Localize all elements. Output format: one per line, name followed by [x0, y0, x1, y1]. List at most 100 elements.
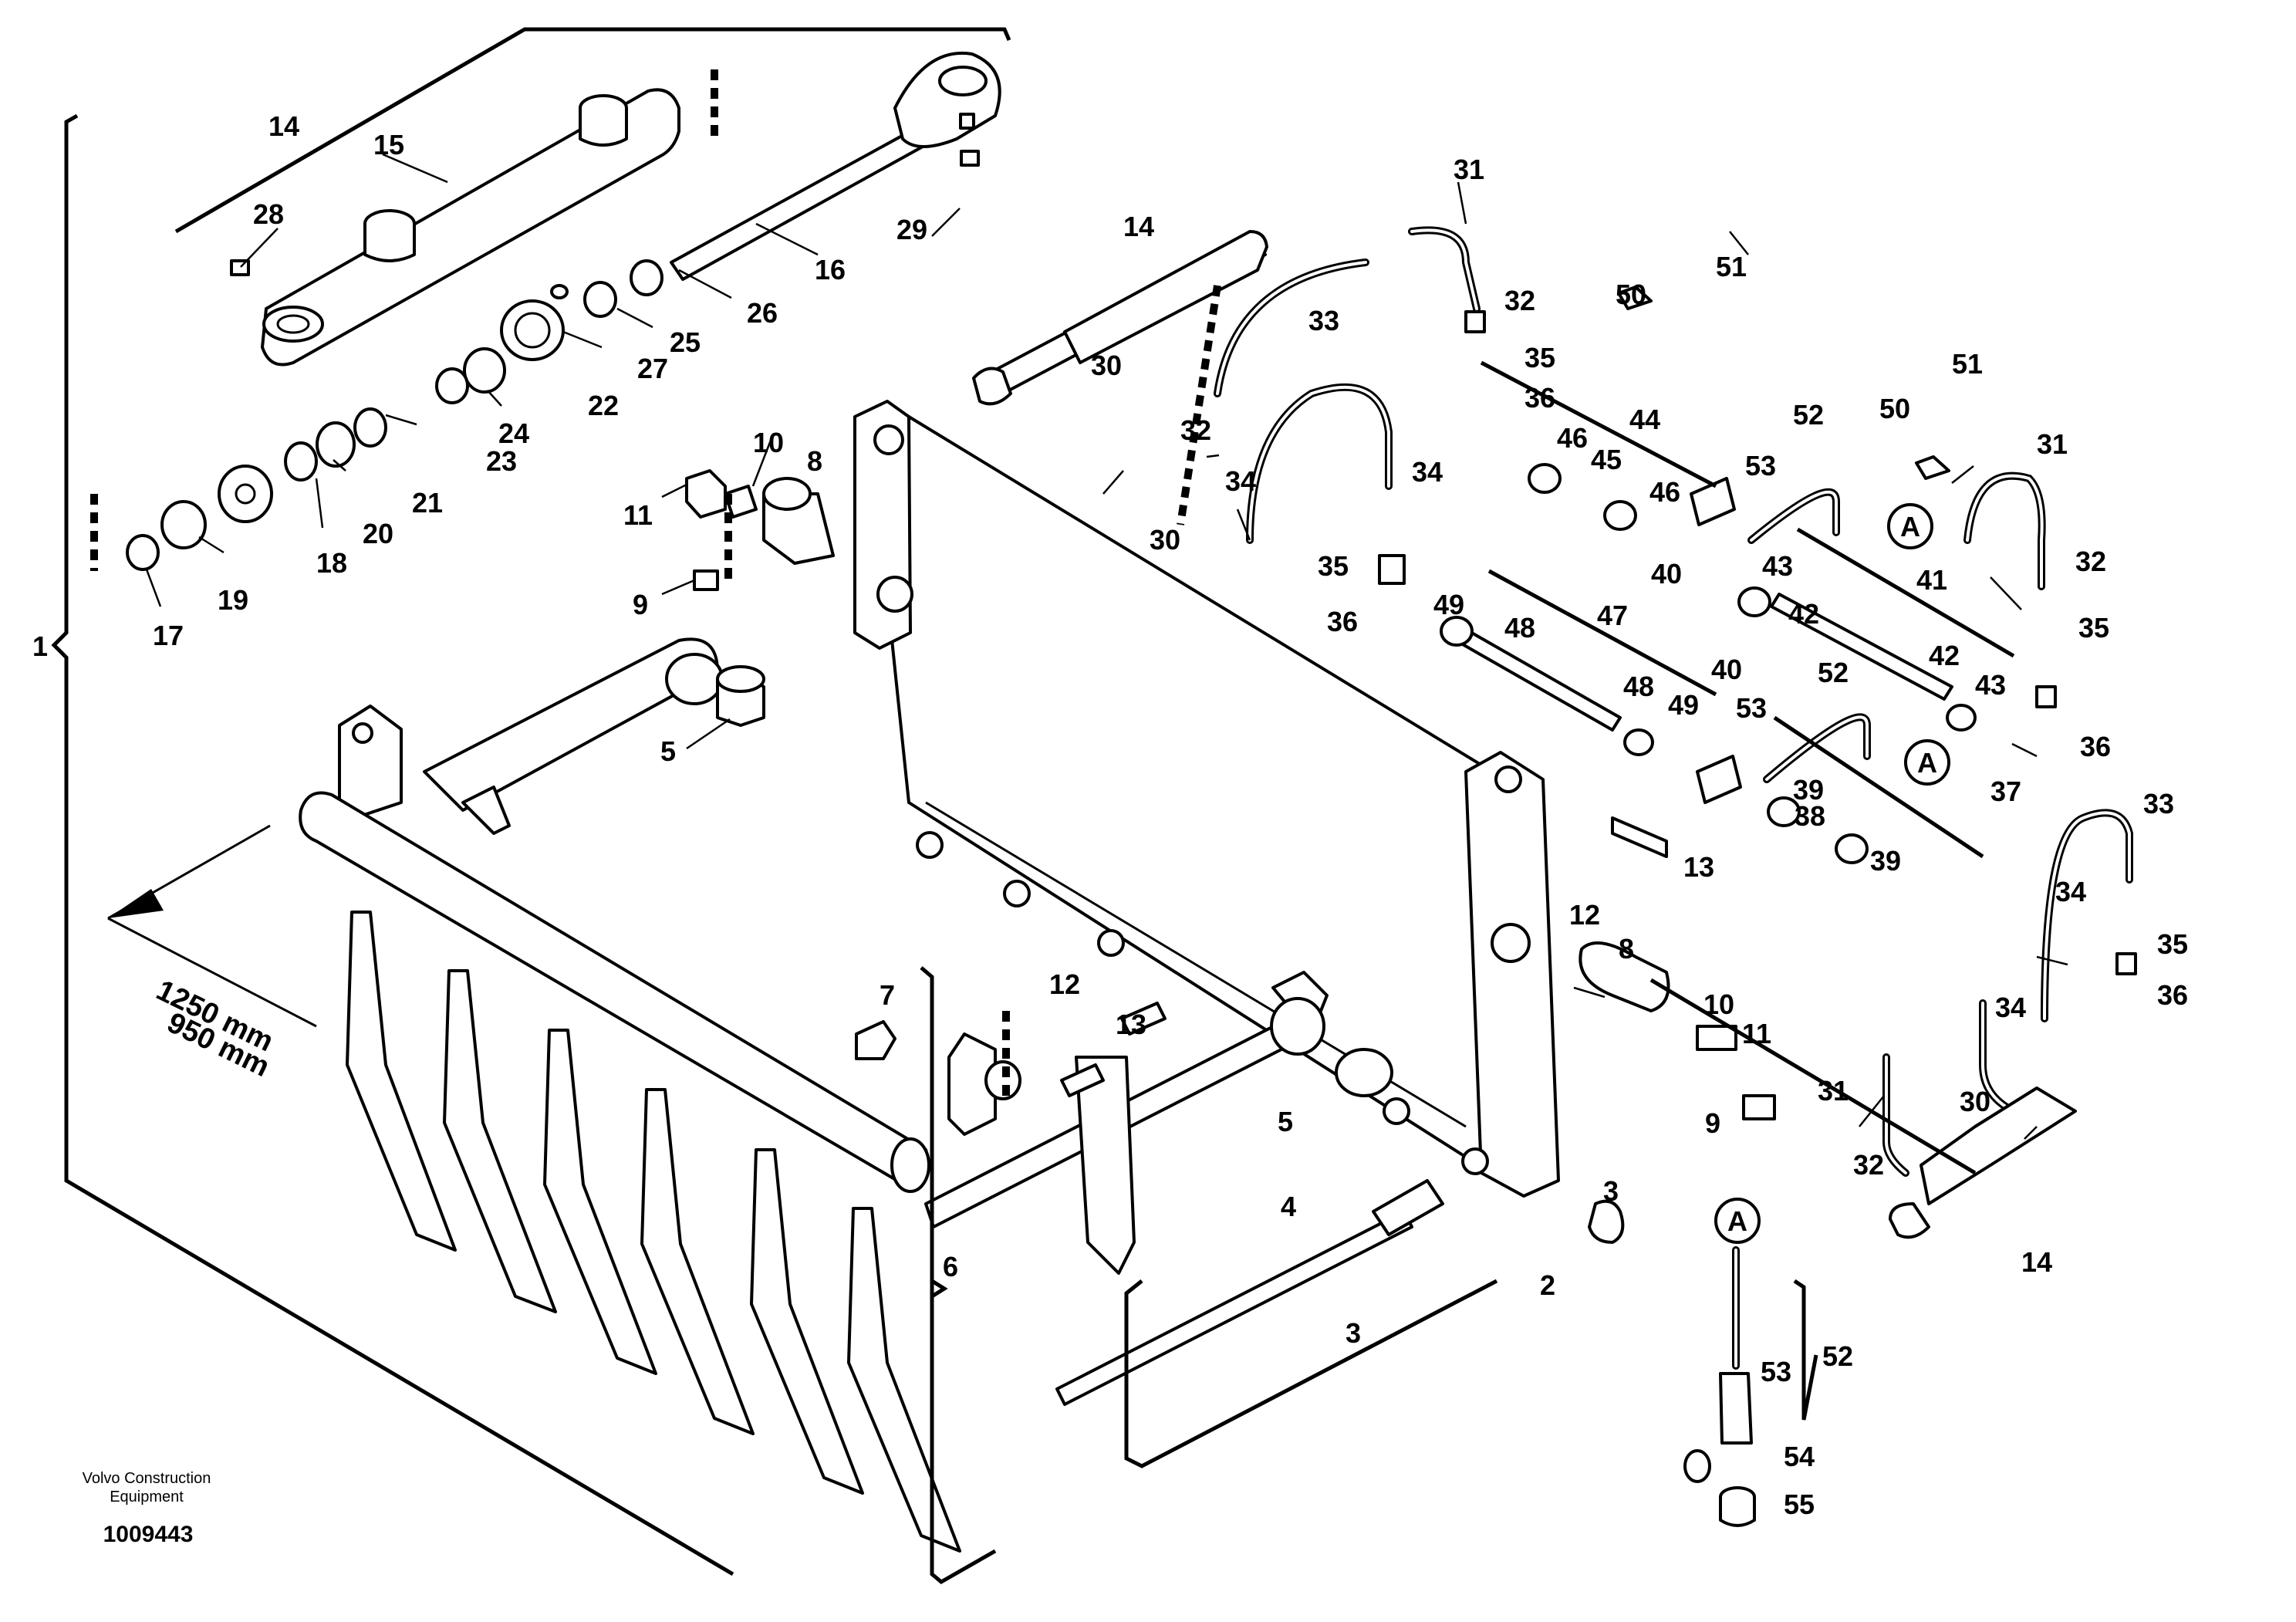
callout-label: 9 [633, 589, 648, 620]
callout-label: 22 [588, 390, 619, 421]
callout-label: 38 [1795, 800, 1825, 832]
group-line-14 [174, 27, 1011, 234]
callout-label: 20 [363, 518, 393, 549]
callout-label: 51 [1716, 251, 1747, 282]
callout-label: 35 [2078, 612, 2109, 644]
callout-label: 37 [1990, 776, 2021, 807]
callout-label: 10 [1703, 988, 1734, 1020]
callout-label: 2 [1540, 1269, 1555, 1301]
callout-label: 49 [1668, 689, 1699, 721]
callout-label: 48 [1504, 612, 1535, 644]
callout-label: 8 [1619, 933, 1634, 965]
callout-label: 45 [1591, 444, 1622, 475]
callout-label: 26 [747, 297, 778, 329]
callout-label: 42 [1929, 640, 1960, 671]
callout-label: 13 [1116, 1009, 1146, 1040]
callout-labels: 1 14 15 28 29 16 26 25 27 22 24 23 21 20… [32, 110, 2188, 1520]
callout-label: 6 [943, 1251, 958, 1282]
callout-label: 42 [1788, 598, 1819, 630]
callout-label: 35 [1318, 550, 1349, 582]
callout-label: 12 [1569, 899, 1600, 931]
callout-label: 46 [1557, 422, 1588, 454]
callout-label: 30 [1960, 1086, 1990, 1117]
callout-label: 8 [807, 445, 822, 477]
connector-mark-a: A [1900, 511, 1920, 542]
callout-label: 1 [32, 630, 48, 662]
callout-label: 55 [1784, 1489, 1815, 1520]
callout-label: 50 [1879, 393, 1910, 424]
connector-mark-a: A [1727, 1205, 1747, 1237]
callout-label: 12 [1049, 968, 1080, 1000]
callout-label: 23 [486, 445, 517, 477]
callout-label: 34 [2055, 876, 2086, 907]
assembly-bracket-1 [51, 113, 734, 1576]
callout-label: 32 [2075, 546, 2106, 577]
callout-label: 21 [412, 487, 443, 519]
callout-label: 40 [1711, 654, 1742, 685]
callout-label: 25 [670, 326, 701, 358]
main-frame [853, 400, 1560, 1198]
callout-label: 36 [2157, 979, 2188, 1011]
callout-label: 46 [1649, 476, 1680, 508]
callout-label: 17 [153, 620, 184, 651]
connector-marks: A A A [1714, 503, 1950, 1244]
callout-label: 5 [660, 735, 676, 767]
manufacturer-line-2: Equipment [110, 1489, 184, 1505]
callout-label: 14 [1123, 211, 1154, 242]
callout-label: 39 [1870, 845, 1901, 877]
callout-label: 11 [1742, 1018, 1771, 1049]
lower-pin-and-links [855, 816, 1776, 1468]
callout-label: 34 [1225, 465, 1256, 497]
callout-label: 31 [1454, 154, 1484, 185]
callout-label: 53 [1736, 692, 1767, 724]
drawing-number: 1009443 [103, 1522, 194, 1547]
callout-label: 32 [1853, 1149, 1884, 1181]
callout-label: 30 [1091, 350, 1122, 381]
callout-label: 19 [218, 584, 248, 616]
callout-label: 3 [1603, 1175, 1619, 1207]
leader-lines [145, 153, 2068, 1140]
callout-label: 43 [1762, 550, 1793, 582]
callout-label: 24 [498, 417, 529, 449]
callout-label: 13 [1683, 851, 1714, 883]
callout-label: 51 [1952, 348, 1983, 380]
callout-label: 28 [253, 198, 284, 230]
drawing-info: Volvo Construction Equipment 1009443 [83, 1470, 211, 1547]
callout-label: 54 [1784, 1441, 1815, 1472]
callout-label: 31 [1818, 1075, 1849, 1107]
callout-label: 53 [1761, 1356, 1791, 1387]
callout-label: 11 [623, 499, 653, 531]
callout-label: 39 [1793, 774, 1824, 806]
cylinder-exploded-view [90, 51, 1001, 571]
callout-label: 34 [1412, 456, 1443, 488]
callout-label: 35 [2157, 928, 2188, 960]
callout-label: 32 [1180, 414, 1211, 446]
hydraulic-lines [972, 226, 2137, 1527]
callout-label: 40 [1651, 558, 1682, 590]
callout-label: 36 [1327, 606, 1358, 637]
dimension-arrow [107, 824, 317, 1028]
callout-label: 47 [1597, 600, 1628, 631]
callout-label: 10 [753, 427, 784, 458]
callout-label: 35 [1524, 342, 1555, 373]
upper-pin-parts [685, 469, 835, 727]
callout-label: 9 [1705, 1107, 1720, 1139]
callout-label: 16 [815, 254, 846, 286]
grapple-assembly [299, 637, 1313, 1585]
callout-label: 33 [2143, 788, 2174, 819]
callout-label: 30 [1150, 524, 1180, 556]
callout-label: 15 [373, 129, 404, 161]
callout-label: 4 [1281, 1191, 1296, 1222]
callout-label: 48 [1623, 671, 1654, 702]
connector-mark-a: A [1917, 747, 1937, 779]
callout-label: 18 [316, 547, 347, 579]
callout-label: 52 [1793, 399, 1824, 431]
callout-label: 53 [1745, 450, 1776, 482]
callout-label: 5 [1278, 1106, 1293, 1137]
manufacturer-line-1: Volvo Construction [83, 1470, 211, 1487]
callout-label: 14 [2021, 1246, 2052, 1278]
callout-label: 41 [1916, 564, 1947, 596]
callout-label: 43 [1975, 669, 2006, 701]
callout-label: 52 [1818, 657, 1849, 688]
